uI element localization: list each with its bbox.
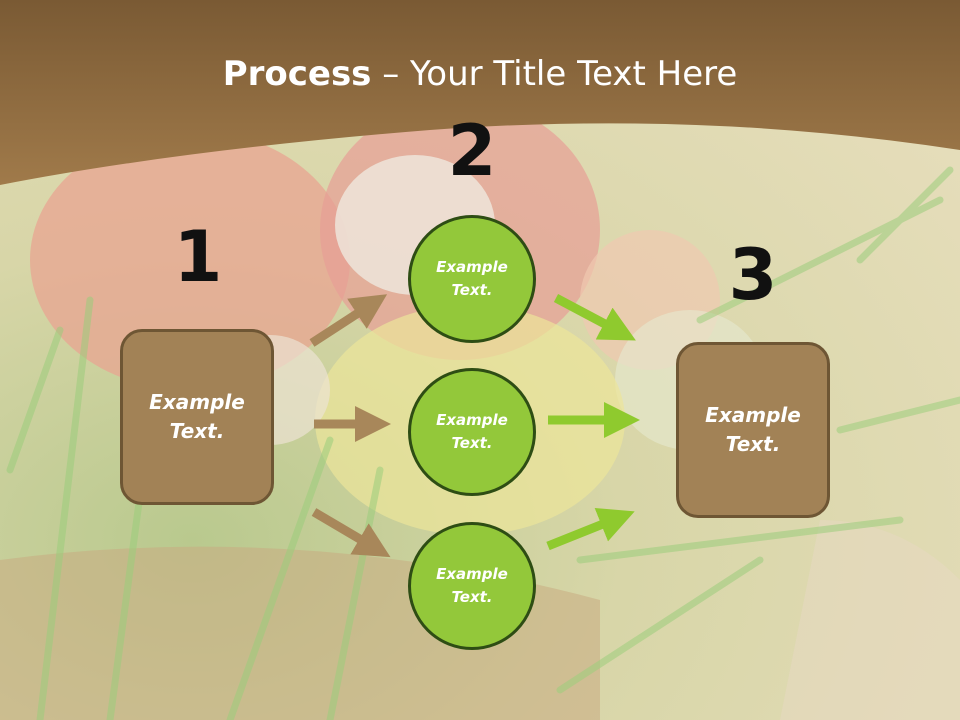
title-rest: – Your Title Text Here xyxy=(371,54,738,94)
title-bold: Process xyxy=(222,54,372,94)
arrow-from-circle-1 xyxy=(553,294,636,341)
step-circle-1-text: Example Text. xyxy=(436,258,508,299)
step-circle-2-text: Example Text. xyxy=(436,411,508,452)
step-number-2: 2 xyxy=(447,110,497,192)
step-circle-2[interactable]: Example Text. xyxy=(408,368,536,496)
step-circle-3[interactable]: Example Text. xyxy=(408,522,536,650)
arrow-to-circle-3 xyxy=(311,508,391,558)
step-box-1[interactable]: Example Text. xyxy=(120,329,274,505)
step-box-1-text: Example Text. xyxy=(149,390,245,443)
header-band xyxy=(0,0,960,185)
page-title: Process – Your Title Text Here xyxy=(0,52,960,96)
step-circle-1[interactable]: Example Text. xyxy=(408,215,536,343)
step-number-3: 3 xyxy=(728,234,778,316)
step-box-3[interactable]: Example Text. xyxy=(676,342,830,518)
step-circle-3-text: Example Text. xyxy=(436,565,508,606)
arrow-to-circle-1 xyxy=(309,294,388,347)
step-box-3-text: Example Text. xyxy=(705,403,801,456)
step-number-1: 1 xyxy=(173,216,223,298)
arrow-from-circle-3 xyxy=(546,507,635,551)
